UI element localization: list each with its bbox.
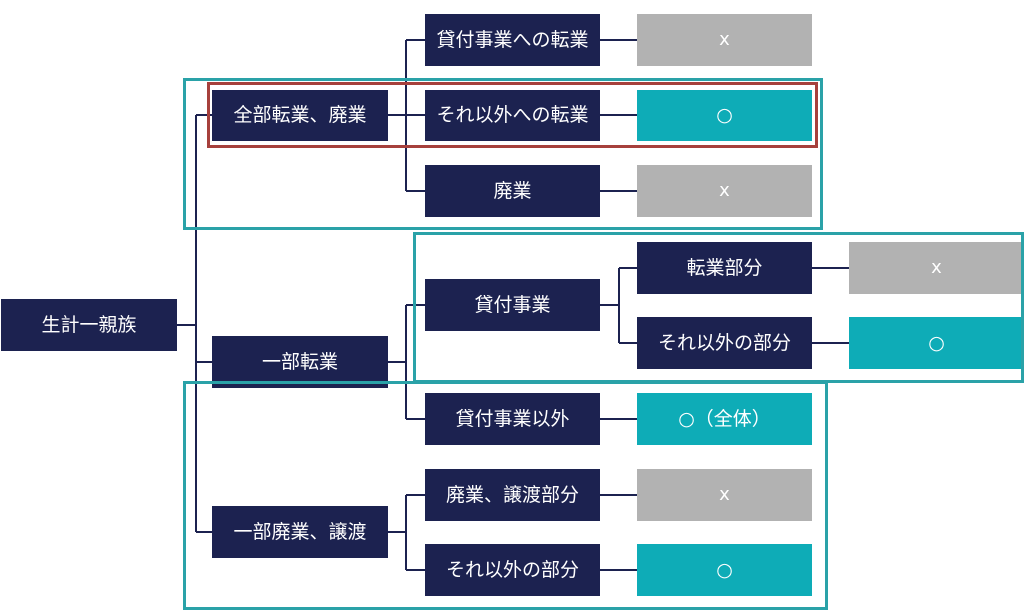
result-applicable: ○ [637,544,812,596]
branch-partial-closure-transfer: 一部廃業、譲渡 [212,506,388,558]
result-not-applicable: x [637,165,812,217]
branch-partial-conversion: 一部転業 [212,336,388,388]
result-applicable: ○ [849,317,1024,369]
node-conversion-portion: 転業部分 [637,242,812,294]
branch-full-conversion-closure: 全部転業、廃業 [212,90,388,141]
node-non-lending-business: 貸付事業以外 [425,393,600,445]
node-lending-business: 貸付事業 [425,279,600,331]
result-applicable-whole: ○（全体） [637,393,812,445]
root-node: 生計一親族 [1,299,177,351]
result-not-applicable: x [637,469,812,521]
node-other-portion: それ以外の部分 [425,544,600,596]
node-closure: 廃業 [425,165,600,217]
node-other-portion-lending: それ以外の部分 [637,317,812,369]
node-closure-transfer-portion: 廃業、譲渡部分 [425,469,600,521]
result-applicable: ○ [637,90,812,141]
node-conversion-to-other: それ以外への転業 [425,90,600,141]
node-conversion-to-lending: 貸付事業への転業 [425,14,600,66]
result-not-applicable: x [849,242,1024,294]
result-not-applicable: x [637,14,812,66]
